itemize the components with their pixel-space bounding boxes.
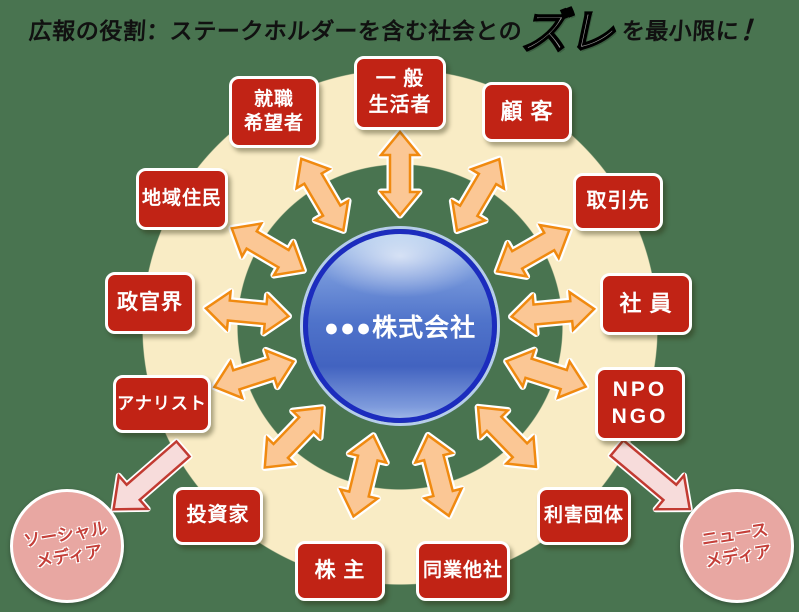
two-way-arrow-local-residents — [228, 220, 307, 279]
stakeholder-label: NPO NGO — [611, 378, 669, 428]
social-media-circle: ソーシャル メディア — [10, 489, 124, 603]
stakeholder-box-job-seekers: 就職 希望者 — [229, 76, 319, 148]
stakeholder-label: 社 員 — [619, 290, 673, 316]
stakeholder-label: 一 般 生活者 — [368, 68, 432, 116]
stakeholder-label: 地域住民 — [141, 187, 222, 209]
news-media-circle: ニュース メディア — [680, 489, 794, 603]
stakeholder-label: 投資家 — [186, 504, 250, 527]
two-way-arrow-business-partners — [493, 221, 573, 280]
stakeholder-box-employees: 社 員 — [600, 273, 692, 335]
two-way-arrow-industry-peers — [411, 431, 465, 520]
page-title: 広報の役割：ステークホルダーを含む社会との ズレ を最小限に ！ — [0, 0, 799, 59]
stakeholder-box-analysts: アナリスト — [113, 375, 211, 433]
media-arrow-social-media — [110, 438, 193, 513]
two-way-arrow-employees — [508, 288, 598, 337]
stakeholder-label: 取引先 — [586, 190, 650, 213]
two-way-arrow-government — [202, 288, 293, 337]
stakeholder-box-industry-peers: 同業他社 — [416, 541, 510, 601]
news-media-label: ニュース メディア — [700, 519, 774, 571]
stakeholder-box-general-consumers: 一 般 生活者 — [354, 56, 446, 130]
stakeholder-box-interest-groups: 利害団体 — [537, 487, 631, 545]
stakeholder-box-shareholders: 株 主 — [295, 541, 385, 601]
stakeholder-box-government: 政官界 — [105, 272, 195, 334]
two-way-arrow-interest-groups — [474, 403, 540, 471]
stakeholder-box-investors: 投資家 — [173, 487, 263, 545]
company-circle: ●●●株式会社 — [303, 229, 497, 423]
two-way-arrow-general-consumers — [377, 128, 423, 219]
stakeholder-box-npo-ngo: NPO NGO — [595, 367, 685, 441]
title-suffix: を最小限に — [620, 18, 741, 44]
stakeholder-label: 株 主 — [314, 558, 366, 582]
stakeholder-label: 就職 希望者 — [243, 88, 304, 134]
title-prefix: 広報の役割：ステークホルダーを含む社会との — [27, 18, 523, 44]
two-way-arrow-analysts — [210, 346, 297, 402]
two-way-arrow-investors — [261, 404, 326, 472]
two-way-arrow-job-seekers — [293, 155, 352, 234]
stakeholder-box-local-residents: 地域住民 — [136, 168, 228, 230]
stakeholder-label: 政官界 — [117, 290, 183, 314]
two-way-arrow-customers — [448, 155, 508, 235]
title-highlight-zure: ズレ — [518, 4, 625, 59]
stakeholder-label: 利害団体 — [543, 504, 624, 526]
stakeholder-box-customers: 顧 客 — [482, 82, 572, 142]
company-label: ●●●株式会社 — [323, 314, 477, 342]
title-exclamation: ！ — [737, 15, 775, 46]
two-way-arrow-npo-ngo — [503, 346, 590, 402]
stakeholder-label: 同業他社 — [422, 559, 503, 581]
stakeholder-box-business-partners: 取引先 — [573, 173, 663, 231]
media-arrow-news-media — [607, 437, 693, 513]
two-way-arrow-shareholders — [337, 432, 390, 520]
social-media-label: ソーシャル メディア — [21, 518, 109, 571]
stakeholder-label: 顧 客 — [500, 98, 554, 124]
stakeholder-label: アナリスト — [117, 394, 207, 414]
